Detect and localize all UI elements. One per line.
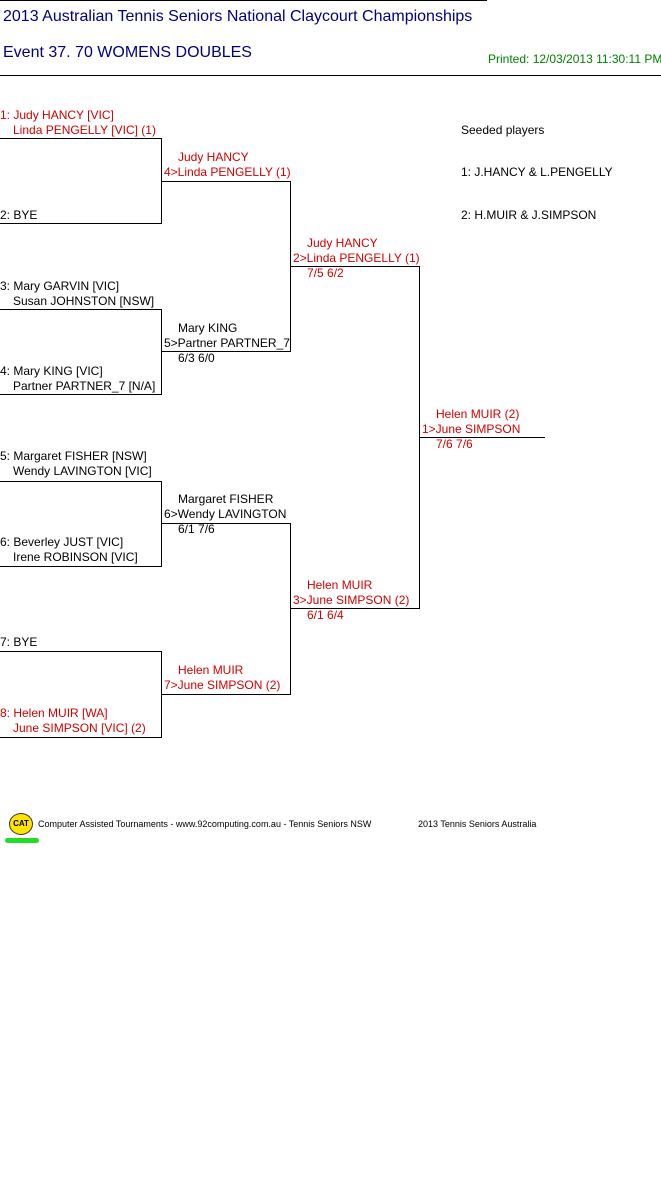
r1-line	[0, 223, 162, 224]
r1-line	[0, 651, 162, 652]
r1-line	[0, 481, 162, 482]
r3-match-1-line1: Judy HANCY	[307, 236, 378, 250]
r1-line	[0, 309, 162, 310]
cat-logo-icon: CAT	[9, 813, 33, 835]
r2-match-1-line2: 4>Linda PENGELLY (1)	[164, 165, 291, 179]
r3-match-1-line2: 2>Linda PENGELLY (1)	[293, 251, 420, 265]
r2-match-4-line2: 7>June SIMPSON (2)	[164, 678, 281, 692]
r2-match-3-line2: 6>Wendy LAVINGTON	[164, 507, 287, 521]
printed-timestamp: Printed: 12/03/2013 11:30:11 PM	[488, 52, 661, 66]
r2-match-4-line1: Helen MUIR	[178, 663, 244, 677]
r3-match-1-score: 7/5 6/2	[307, 266, 344, 280]
seeded-item: 2: H.MUIR & J.SIMPSON	[461, 208, 597, 222]
event-title: Event 37. 70 WOMENS DOUBLES	[3, 44, 252, 61]
r3-match-2-line2: 3>June SIMPSON (2)	[293, 593, 410, 607]
final-line1: Helen MUIR (2)	[436, 407, 520, 421]
r2-line	[161, 523, 291, 524]
r2-match-2-line1: Mary KING	[178, 321, 238, 335]
r1-entry-8-line1: 8: Helen MUIR [WA]	[0, 706, 108, 720]
r1-entry-2-line1: 2: BYE	[0, 208, 38, 222]
r1-connector	[161, 309, 162, 395]
seeded-item: 1: J.HANCY & L.PENGELLY	[461, 165, 613, 179]
header-bottom-rule	[0, 75, 661, 76]
r1-entry-1-line2: Linda PENGELLY [VIC] (1)	[13, 123, 156, 137]
r1-entry-3-line1: 3: Mary GARVIN [VIC]	[0, 279, 120, 293]
r2-match-2-line2: 5>Partner PARTNER_7	[164, 336, 290, 350]
page-title: 2013 Australian Tennis Seniors National …	[3, 8, 473, 25]
seeded-heading: Seeded players	[461, 123, 545, 137]
final-score: 7/6 7/6	[436, 437, 473, 451]
r3-match-2-score: 6/1 6/4	[307, 608, 344, 622]
cat-logo-underline	[5, 838, 39, 843]
r1-entry-1-line1: 1: Judy HANCY [VIC]	[0, 108, 114, 122]
r2-match-3-line1: Margaret FISHER	[178, 492, 274, 506]
r2-line	[161, 181, 291, 182]
r1-line	[0, 566, 162, 567]
r1-entry-4-line2: Partner PARTNER_7 [N/A]	[13, 379, 156, 393]
r1-line	[0, 138, 162, 139]
r2-match-1-line1: Judy HANCY	[178, 150, 249, 164]
final-line2: 1>June SIMPSON	[422, 422, 521, 436]
header-top-rule	[0, 0, 487, 1]
footer-copyright: 2013 Tennis Seniors Australia	[418, 819, 537, 829]
r1-entry-5-line2: Wendy LAVINGTON [VIC]	[13, 464, 152, 478]
r1-connector	[161, 481, 162, 567]
footer-credits: Computer Assisted Tournaments - www.92co…	[38, 819, 372, 829]
r3-line	[290, 608, 420, 609]
r1-line	[0, 737, 162, 738]
r2-match-3-score: 6/1 7/6	[178, 522, 215, 536]
r3-line	[290, 266, 420, 267]
r1-entry-3-line2: Susan JOHNSTON [NSW]	[13, 294, 155, 308]
r1-line	[0, 394, 162, 395]
r1-entry-7-line1: 7: BYE	[0, 635, 38, 649]
r1-entry-8-line2: June SIMPSON [VIC] (2)	[13, 721, 146, 735]
r1-entry-5-line1: 5: Margaret FISHER [NSW]	[0, 449, 147, 463]
r2-line	[161, 351, 291, 352]
r1-entry-4-line1: 4: Mary KING [VIC]	[0, 364, 103, 378]
r1-entry-6-line1: 6: Beverley JUST [VIC]	[0, 535, 124, 549]
r2-match-2-score: 6/3 6/0	[178, 351, 215, 365]
r3-match-2-line1: Helen MUIR	[307, 578, 373, 592]
r2-line	[161, 694, 291, 695]
r1-entry-6-line2: Irene ROBINSON [VIC]	[13, 550, 138, 564]
final-line	[419, 437, 545, 438]
r2-connector	[290, 523, 291, 695]
